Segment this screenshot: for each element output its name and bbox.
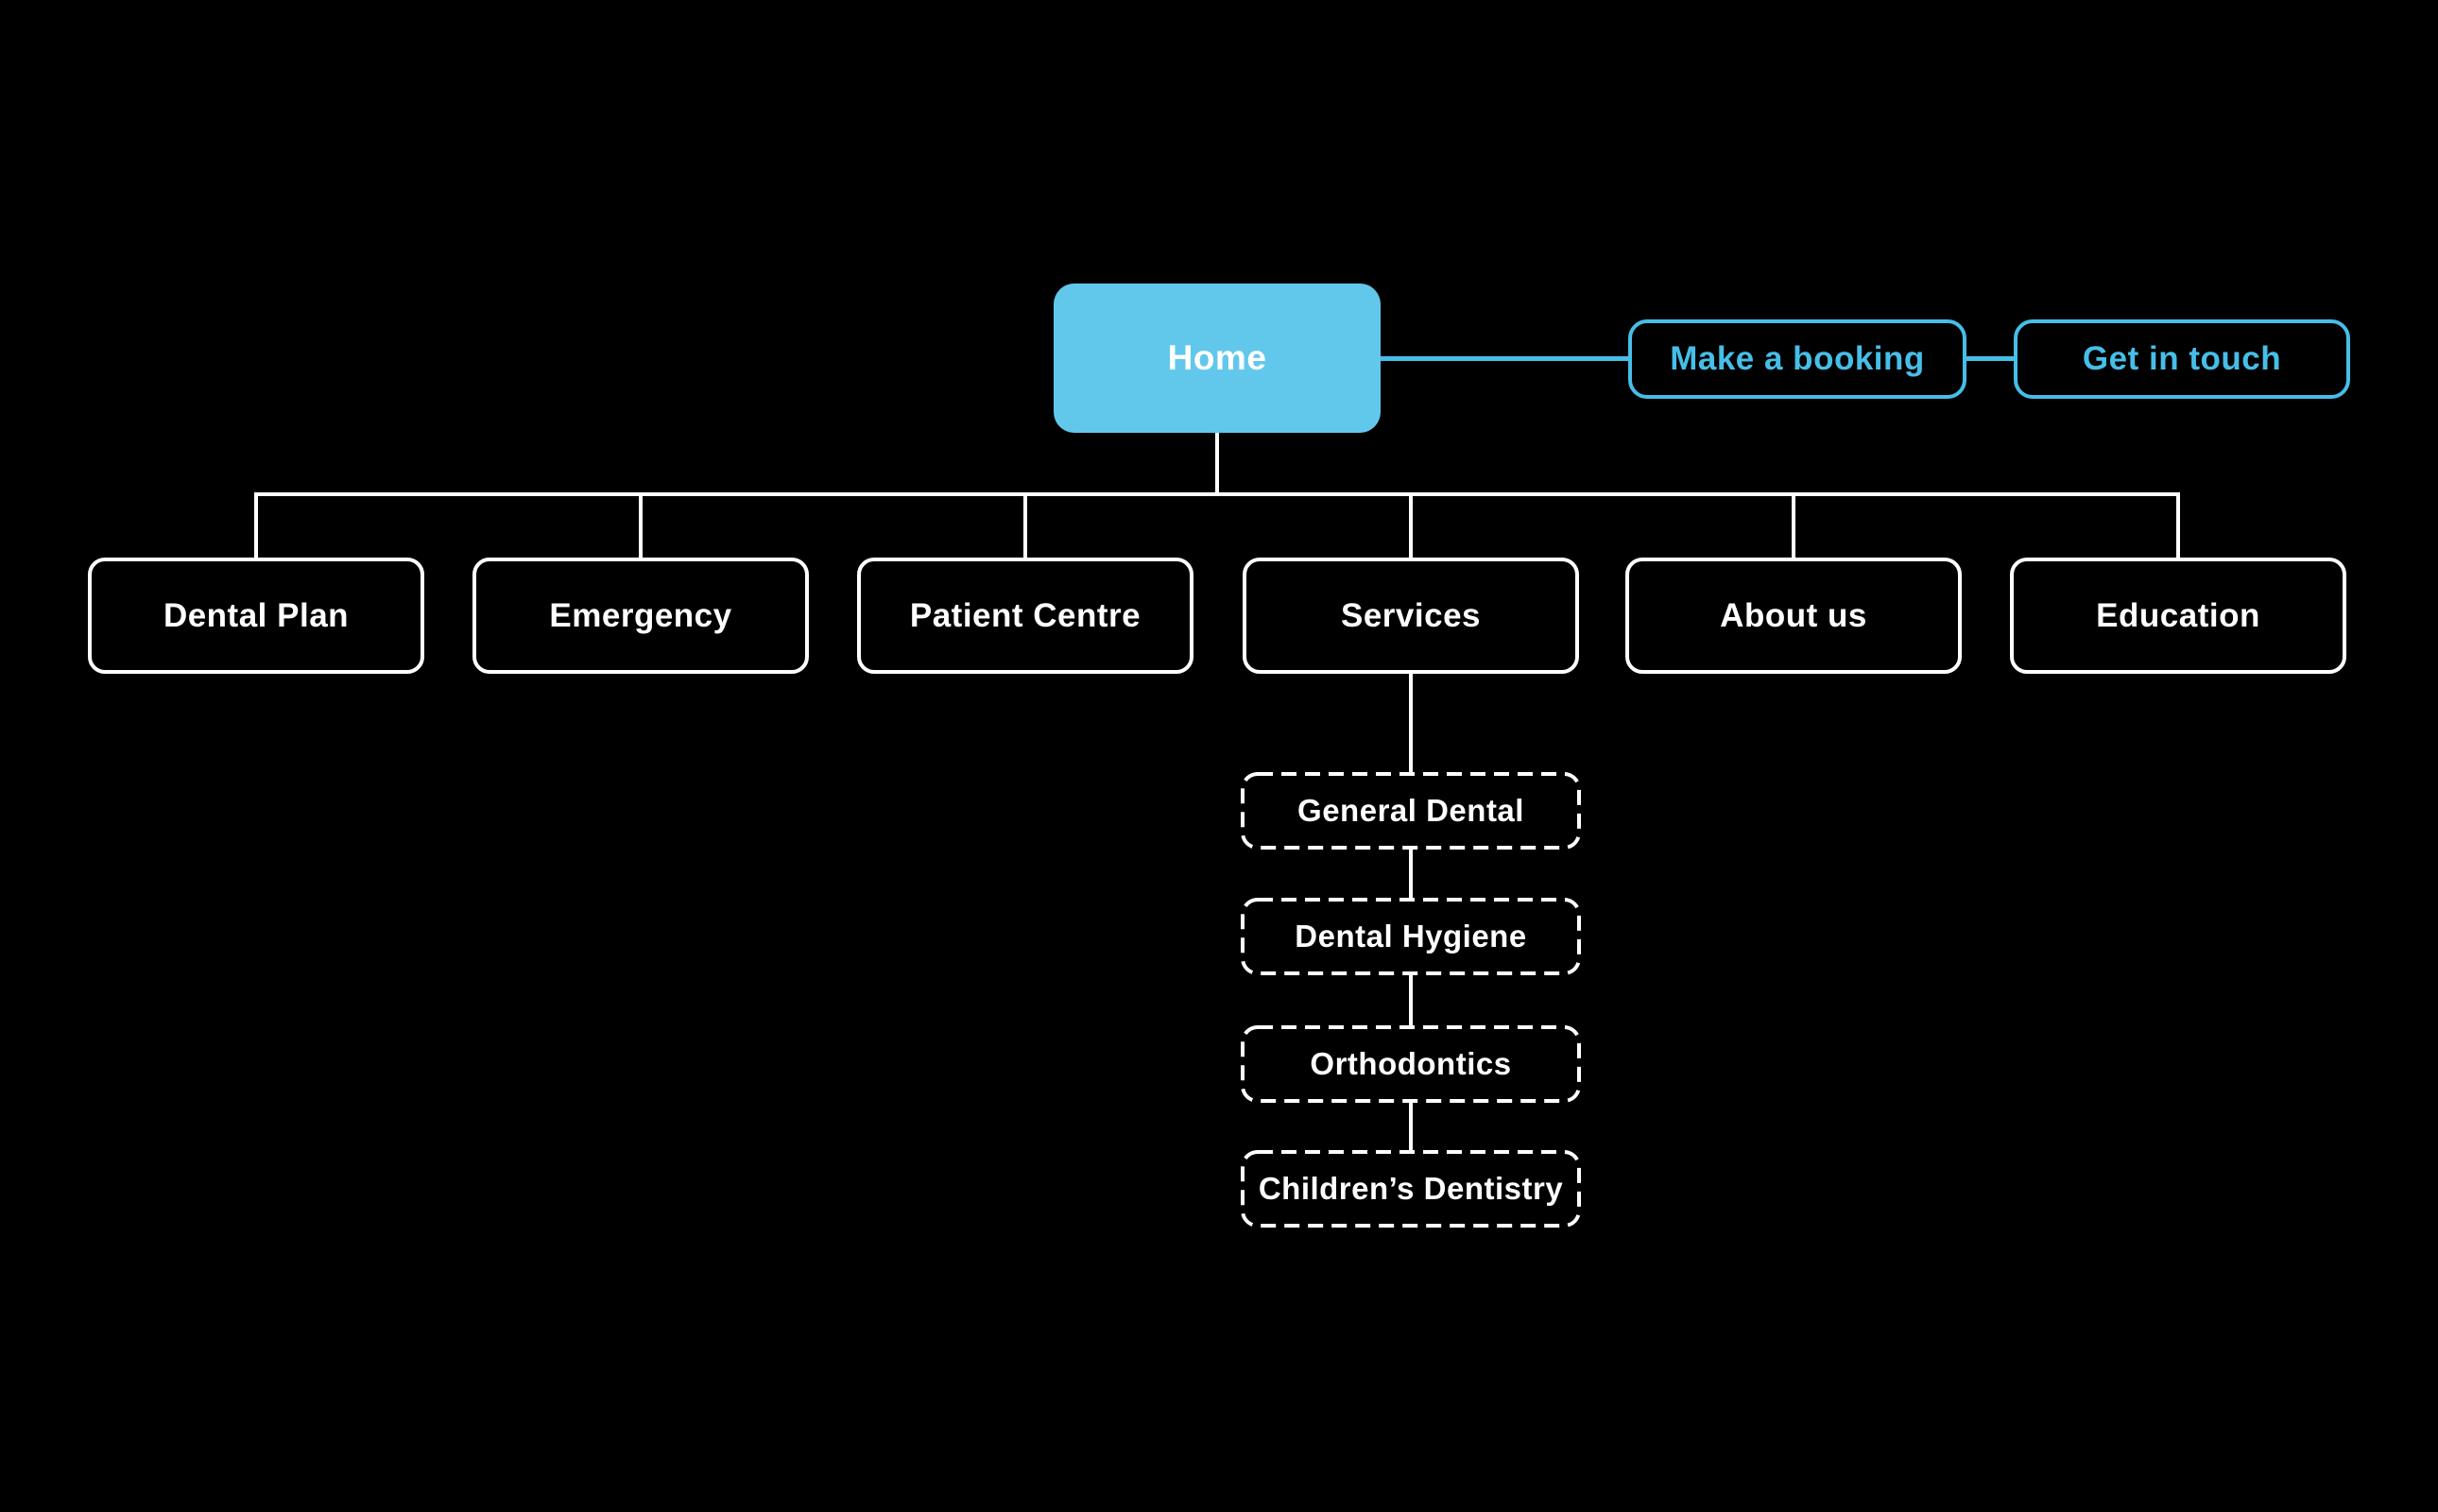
node-dental-plan[interactable]: Dental Plan: [88, 558, 424, 674]
node-get-in-touch[interactable]: Get in touch: [2014, 319, 2350, 399]
connector-tree-horizontal: [254, 492, 2180, 496]
node-services-label: Services: [1340, 596, 1482, 634]
connector-services-stem: [1409, 674, 1413, 772]
node-dental-hygiene[interactable]: Dental Hygiene: [1241, 898, 1581, 975]
node-childrens-dentistry[interactable]: Children’s Dentistry: [1241, 1150, 1581, 1228]
node-patient-centre[interactable]: Patient Centre: [857, 558, 1193, 674]
connector-general-to-hygiene: [1409, 850, 1413, 898]
connector-drop-about-us: [1792, 492, 1795, 558]
connector-drop-dental-plan: [254, 492, 258, 558]
node-general-dental-label: General Dental: [1297, 793, 1524, 828]
connector-home-stem: [1215, 433, 1219, 493]
node-patient-centre-label: Patient Centre: [909, 596, 1142, 634]
node-dental-plan-label: Dental Plan: [163, 596, 350, 634]
node-emergency-label: Emergency: [549, 596, 732, 634]
node-education[interactable]: Education: [2010, 558, 2346, 674]
node-make-a-booking-label: Make a booking: [1670, 340, 1925, 377]
connector-drop-services: [1409, 492, 1413, 558]
connector-home-to-booking: [1381, 356, 1628, 361]
node-about-us-label: About us: [1720, 596, 1867, 634]
node-general-dental[interactable]: General Dental: [1241, 772, 1581, 850]
node-dental-hygiene-label: Dental Hygiene: [1295, 919, 1527, 954]
connector-drop-emergency: [639, 492, 643, 558]
node-emergency[interactable]: Emergency: [472, 558, 809, 674]
node-education-label: Education: [2096, 596, 2260, 634]
node-childrens-dentistry-label: Children’s Dentistry: [1258, 1171, 1564, 1206]
connector-booking-to-touch: [1966, 356, 2016, 361]
node-about-us[interactable]: About us: [1625, 558, 1962, 674]
node-make-a-booking[interactable]: Make a booking: [1628, 319, 1966, 399]
connector-drop-patient-centre: [1023, 492, 1027, 558]
node-orthodontics-label: Orthodontics: [1310, 1046, 1512, 1081]
node-home[interactable]: Home: [1054, 284, 1381, 433]
node-home-label: Home: [1167, 338, 1267, 377]
connector-drop-education: [2176, 492, 2180, 558]
connector-hygiene-to-orthodontics: [1409, 975, 1413, 1025]
connector-orthodontics-to-children: [1409, 1103, 1413, 1150]
node-services[interactable]: Services: [1243, 558, 1579, 674]
node-get-in-touch-label: Get in touch: [2082, 340, 2282, 377]
node-orthodontics[interactable]: Orthodontics: [1241, 1025, 1581, 1103]
